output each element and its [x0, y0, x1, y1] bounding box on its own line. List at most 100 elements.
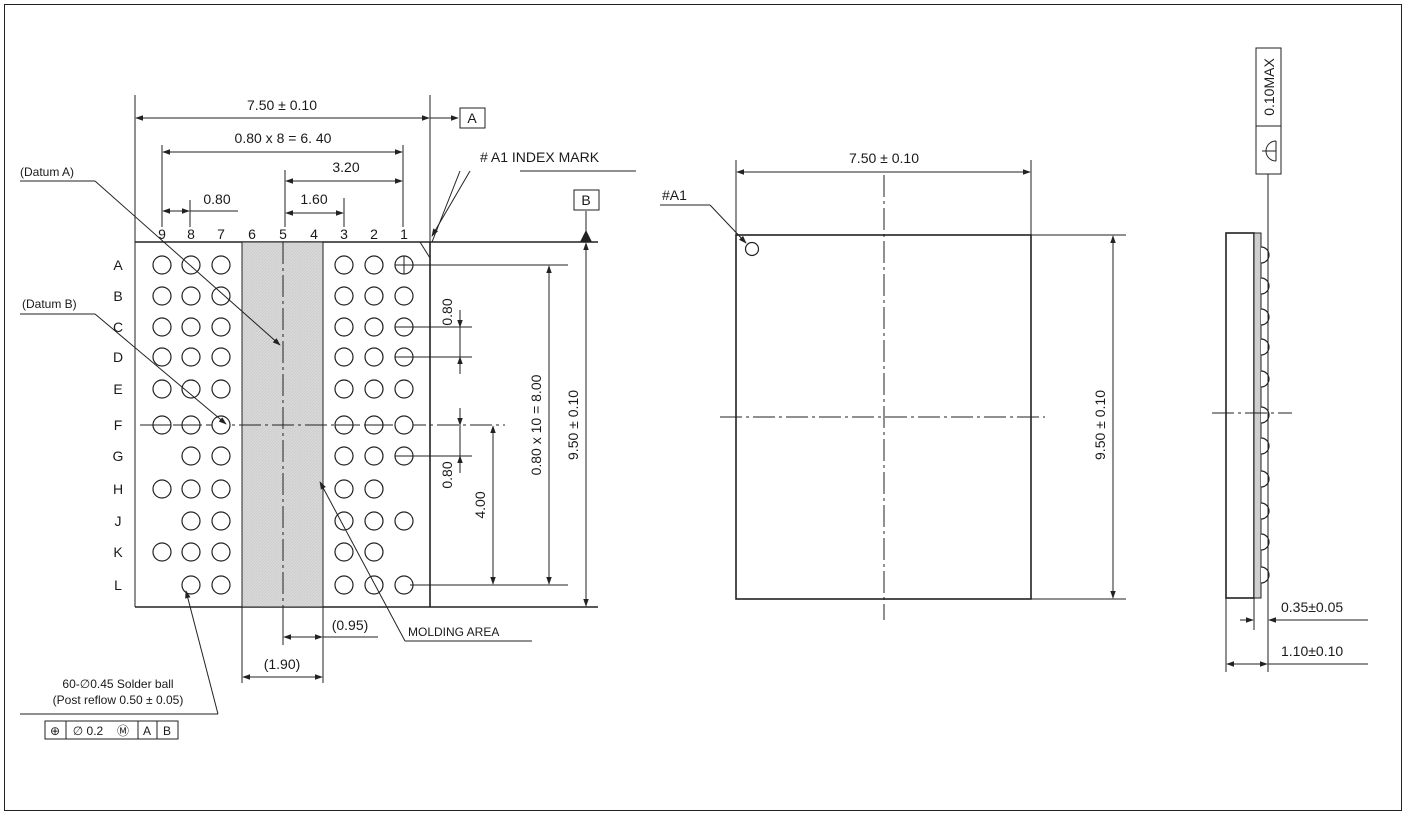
side-solder-ball [1260, 338, 1270, 356]
solder-ball [152, 317, 172, 337]
side-solder-ball [1260, 406, 1270, 424]
solder-ball [211, 511, 231, 531]
pitch-total-dim: 0.80 x 8 = 6. 40 [235, 130, 332, 146]
solder-ball [211, 379, 231, 399]
solder-ball-spec-line2: (Post reflow 0.50 ± 0.05) [53, 693, 184, 707]
position-tolerance-frame: ⊕ ∅ 0.2 Ⓜ A B [44, 720, 179, 740]
column-label: 5 [279, 226, 287, 242]
solder-ball [334, 286, 354, 306]
solder-ball [211, 255, 231, 275]
column-label: 8 [187, 226, 195, 242]
datum-a-label: (Datum A) [20, 165, 74, 179]
solder-ball [394, 415, 414, 435]
solder-ball [181, 286, 201, 306]
tolerance-datum-a: A [143, 724, 151, 738]
solder-ball [211, 446, 231, 466]
side-solder-ball [1260, 277, 1270, 295]
solder-ball [334, 446, 354, 466]
solder-ball [181, 379, 201, 399]
tolerance-diameter-value: ∅ 0.2 [73, 724, 104, 738]
solder-ball [364, 317, 384, 337]
solder-ball [364, 542, 384, 562]
solder-ball [394, 286, 414, 306]
row-label: L [114, 577, 122, 593]
solder-ball [334, 542, 354, 562]
solder-ball-grid [152, 255, 414, 595]
column-label: 7 [217, 226, 225, 242]
solder-ball [152, 255, 172, 275]
solder-ball [364, 286, 384, 306]
total-height-dim: 1.10±0.10 [1281, 643, 1343, 659]
solder-ball [364, 446, 384, 466]
solder-ball [211, 415, 231, 435]
column-label: 4 [310, 226, 318, 242]
solder-ball [364, 511, 384, 531]
flatness-max-dim: 0.10MAX [1261, 58, 1277, 116]
column-pitch-dim: 0.80 [203, 191, 230, 207]
molding-width-dim: (1.90) [264, 656, 301, 672]
column-label: 3 [340, 226, 348, 242]
tolerance-datum-b: B [163, 724, 171, 738]
side-solder-ball [1260, 470, 1270, 488]
solder-ball [211, 286, 231, 306]
column-label: 9 [158, 226, 166, 242]
molding-half-dim: (0.95) [332, 617, 369, 633]
top-view: 7.50 ± 0.10 9.50 ± 0.10 #A1 [660, 150, 1126, 620]
side-view: 0.35±0.05 1.10±0.10 0.10MAX [1212, 47, 1368, 672]
column-label: 2 [370, 226, 378, 242]
row-label: H [113, 481, 123, 497]
drawing-frame [4, 4, 1402, 811]
solder-ball [334, 379, 354, 399]
row-label: G [113, 448, 124, 464]
column-label: 6 [248, 226, 256, 242]
solder-ball [181, 446, 201, 466]
half-span-dim: 3.20 [332, 159, 359, 175]
column-label: 1 [400, 226, 408, 242]
side-solder-ball [1260, 370, 1270, 388]
row-label: A [113, 257, 123, 273]
side-solder-ball [1260, 566, 1270, 584]
row-pitch-dim-mid: 0.80 [439, 461, 455, 488]
bottom-width-dim: 7.50 ± 0.10 [247, 97, 317, 113]
solder-ball [364, 347, 384, 367]
solder-ball [181, 511, 201, 531]
side-solder-balls [1260, 246, 1270, 584]
datum-b-label: (Datum B) [22, 297, 77, 311]
solder-ball [364, 479, 384, 499]
datum-b-box: B [581, 192, 590, 208]
solder-ball [152, 379, 172, 399]
solder-ball [334, 511, 354, 531]
side-solder-ball [1260, 308, 1270, 326]
solder-ball [181, 347, 201, 367]
row-label: K [113, 544, 123, 560]
bottom-height-dim: 9.50 ± 0.10 [565, 390, 581, 460]
solder-ball [181, 479, 201, 499]
solder-ball [211, 575, 231, 595]
row-label: J [115, 513, 122, 529]
top-width-dim: 7.50 ± 0.10 [849, 150, 919, 166]
solder-ball [211, 542, 231, 562]
solder-ball [181, 542, 201, 562]
row-label: B [113, 288, 122, 304]
solder-ball [364, 379, 384, 399]
a1-marker-label: #A1 [662, 187, 687, 203]
side-solder-ball [1260, 246, 1270, 264]
solder-ball [334, 479, 354, 499]
tolerance-mmc-symbol: Ⓜ [117, 724, 129, 738]
side-solder-ball [1260, 502, 1270, 520]
solder-ball [152, 479, 172, 499]
row-label: C [113, 319, 123, 335]
datum-a-box: A [467, 110, 477, 126]
a1-index-mark-label: # A1 INDEX MARK [480, 149, 600, 165]
solder-ball [152, 347, 172, 367]
solder-ball [334, 255, 354, 275]
solder-ball [364, 255, 384, 275]
column-labels: 9 8 7 6 5 4 3 2 1 [158, 226, 408, 242]
solder-ball [334, 575, 354, 595]
row-label: E [113, 381, 122, 397]
offset-dim: 1.60 [300, 191, 327, 207]
solder-ball [394, 511, 414, 531]
